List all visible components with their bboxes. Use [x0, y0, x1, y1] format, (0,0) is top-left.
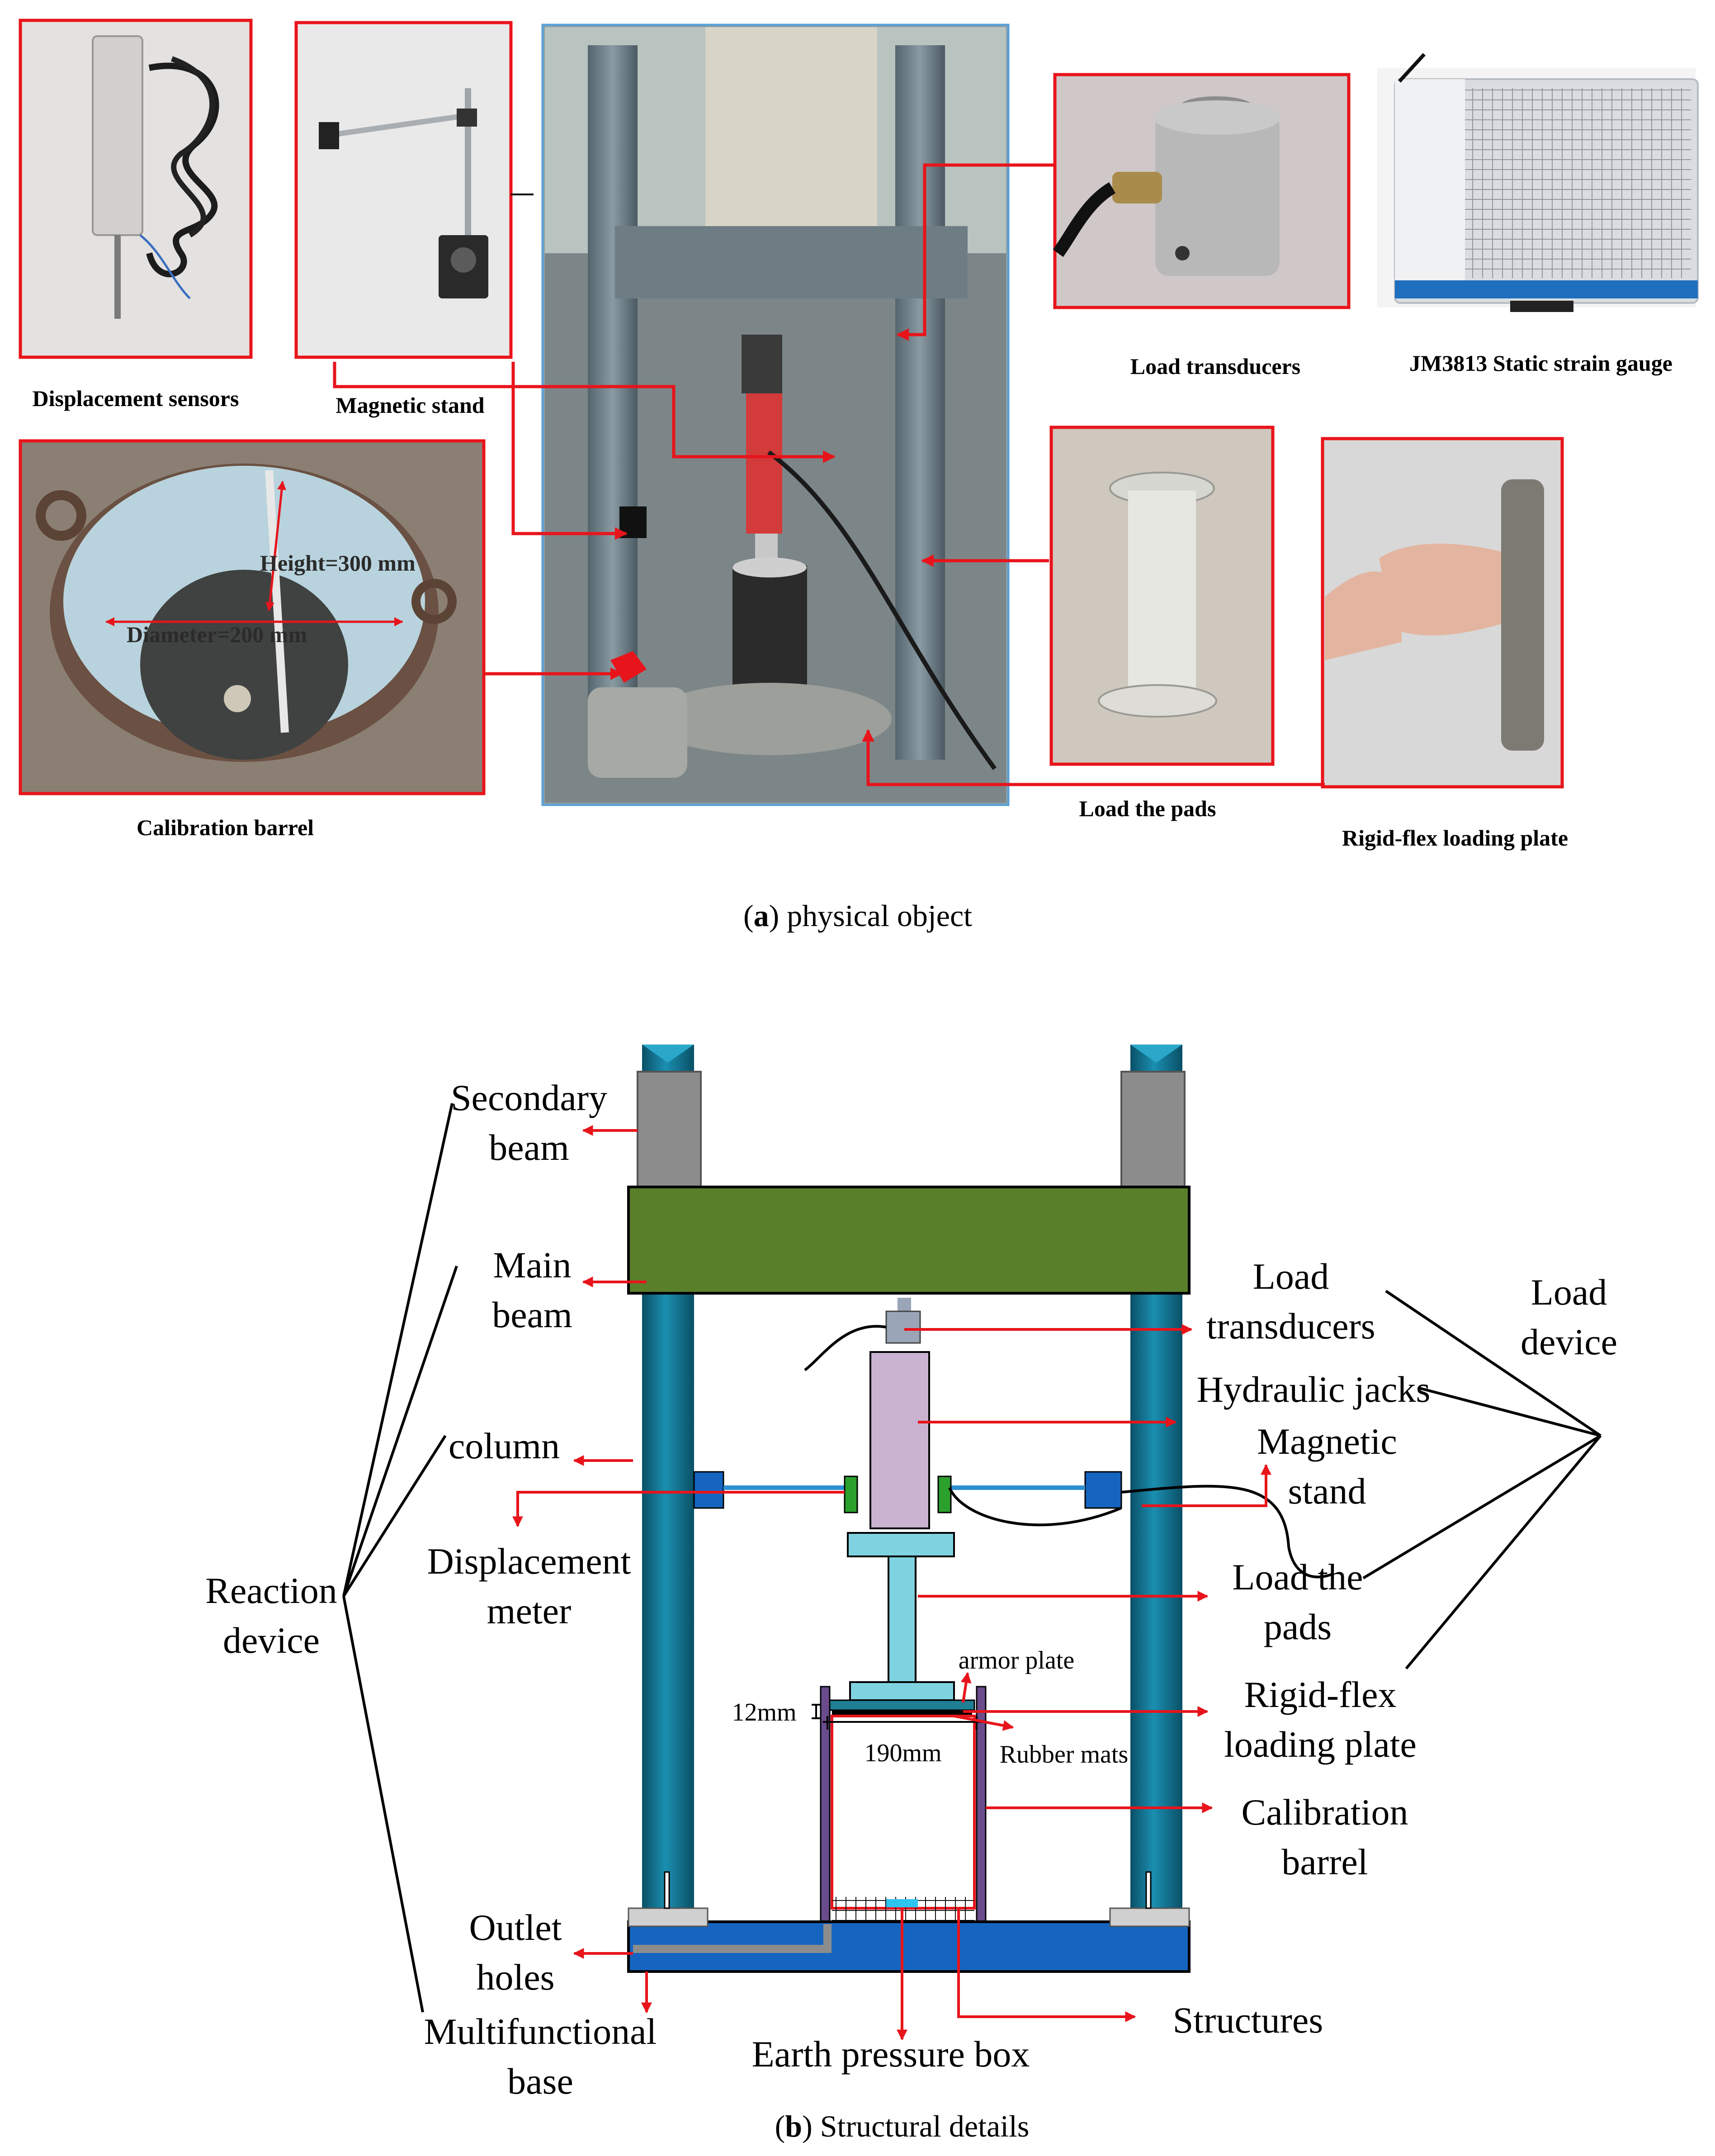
- label-multifunctional-base-1: Multifunctional: [424, 2011, 657, 2052]
- label-calibration-barrel-1: Calibration: [1242, 1792, 1408, 1833]
- calibration-barrel-photo: [19, 439, 486, 795]
- static-strain-gauge-photo: [1377, 53, 1699, 312]
- label-multifunctional-base-2: base: [507, 2061, 573, 2102]
- label-secondary-beam-2: beam: [489, 1127, 569, 1168]
- label-load-transducers-2: transducers: [1206, 1305, 1375, 1347]
- label-secondary-beam-1: Secondary: [451, 1077, 607, 1118]
- hydraulic-jack: [869, 1351, 930, 1529]
- displacement-sensor-photo: [19, 19, 253, 359]
- label-structures: Structures: [1173, 2000, 1323, 2041]
- label-calibration-barrel: Calibration barrel: [137, 815, 314, 840]
- dimension-marks: [812, 1704, 981, 1730]
- label-magnetic-stand-2: stand: [1288, 1470, 1366, 1512]
- label-displacement-meter-2: meter: [487, 1590, 572, 1631]
- secondary-beam-left: [637, 1071, 702, 1195]
- label-static-strain-gauge: JM3813 Static strain gauge: [1409, 350, 1672, 376]
- caption-a-text: ) physical object: [769, 898, 973, 933]
- label-column: column: [449, 1425, 560, 1466]
- caption-a: (a) physical object: [743, 898, 972, 933]
- test-frame-photo: [541, 24, 1010, 806]
- label-load-device-2: device: [1521, 1321, 1617, 1362]
- label-load-the-pads-1: Load the: [1232, 1556, 1363, 1598]
- label-rigid-flex-2: loading plate: [1224, 1724, 1417, 1765]
- label-displacement-meter-1: Displacement: [427, 1541, 631, 1582]
- label-load-the-pads: Load the pads: [1079, 796, 1216, 821]
- load-transducer-photo: [1053, 73, 1351, 309]
- label-reaction-device-2: device: [223, 1620, 320, 1661]
- label-calibration-barrel-2: barrel: [1281, 1841, 1368, 1882]
- caption-b-letter: b: [785, 2109, 802, 2143]
- label-load-transducers: Load transducers: [1130, 354, 1300, 379]
- label-reaction-device-1: Reaction: [205, 1570, 337, 1611]
- load-pad-photo: [1049, 426, 1275, 766]
- caption-b: (b) Structural details: [775, 2109, 1030, 2143]
- label-magnetic-stand-1: Magnetic: [1257, 1421, 1397, 1462]
- label-magnetic-stand: Magnetic stand: [335, 392, 484, 418]
- multifunctional-base: [627, 1920, 1191, 1973]
- label-rigid-flex-loading-plate: Rigid-flex loading plate: [1342, 825, 1568, 851]
- rigid-flex-plate-photo: [1321, 437, 1564, 789]
- main-beam: [627, 1186, 1191, 1295]
- label-dim-190mm: 190mm: [864, 1739, 941, 1767]
- label-rigid-flex-1: Rigid-flex: [1244, 1674, 1396, 1715]
- label-outlet-holes-2: holes: [476, 1957, 554, 1998]
- label-load-the-pads-2: pads: [1264, 1606, 1332, 1647]
- label-outlet-holes-1: Outlet: [469, 1907, 562, 1948]
- caption-a-letter: a: [754, 898, 769, 933]
- label-armor-plate: armor plate: [959, 1646, 1075, 1674]
- panel-b-callouts: [512, 1125, 1271, 2041]
- label-load-transducers-1: Load: [1253, 1256, 1329, 1297]
- magnetic-stand-photo: [294, 21, 513, 359]
- label-rubber-mats: Rubber mats: [1000, 1740, 1129, 1768]
- label-diameter: Diameter=200 mm: [127, 622, 307, 647]
- label-main-beam-1: Main: [493, 1244, 571, 1286]
- label-dim-12mm: 12mm: [732, 1698, 796, 1726]
- structural-diagram: [627, 1045, 1335, 1973]
- label-height: Height=300 mm: [260, 550, 416, 576]
- brace-lines: [342, 1103, 1602, 2013]
- label-load-device-1: Load: [1531, 1272, 1607, 1313]
- label-main-beam-2: beam: [492, 1294, 572, 1335]
- label-earth-pressure-box: Earth pressure box: [752, 2033, 1030, 2075]
- label-hydraulic-jacks: Hydraulic jacks: [1197, 1369, 1431, 1410]
- caption-b-text: ) Structural details: [802, 2109, 1029, 2143]
- label-displacement-sensors: Displacement sensors: [33, 386, 239, 411]
- panel-a-callouts: [105, 163, 1325, 786]
- secondary-beam-right: [1120, 1071, 1186, 1195]
